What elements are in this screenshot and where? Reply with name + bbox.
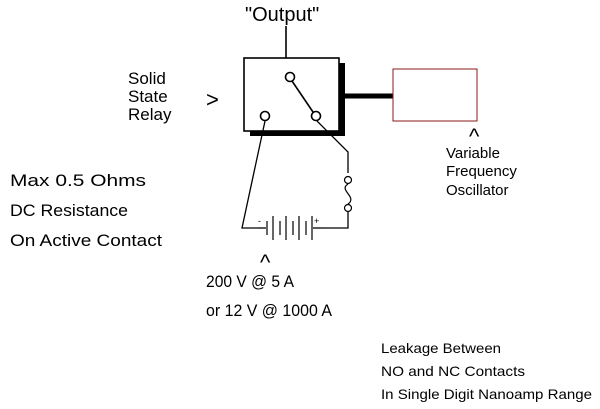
battery-caret: ^ <box>260 250 271 275</box>
resistance-label-line2: DC Resistance <box>10 201 128 220</box>
fuse-lower-terminal <box>343 203 353 213</box>
fuse-element <box>344 183 352 205</box>
fuse-upper-terminal <box>343 175 353 185</box>
output-label: "Output" <box>245 4 319 26</box>
supply-label-line1: 200 V @ 5 A <box>206 272 295 291</box>
battery-icon <box>258 216 321 240</box>
fuse-to-battery-wire <box>321 212 349 229</box>
leakage-label-line2: NO and NC Contacts <box>381 363 525 379</box>
leakage-label-line1: Leakage Between <box>381 340 501 356</box>
oscillator-box <box>392 68 478 122</box>
oscillator-caret: ^ <box>469 124 480 149</box>
supply-label-line2: or 12 V @ 1000 A <box>206 301 333 320</box>
oscillator-label-line2: Frequency <box>446 163 517 180</box>
oscillator-label-line3: Oscillator <box>446 182 509 199</box>
leakage-label-line3: In Single Digit Nanoamp Range <box>381 386 592 402</box>
relay-pointer-arrow: > <box>206 87 219 112</box>
battery-minus-sign: - <box>258 216 261 226</box>
relay-label-line2: State <box>128 87 168 106</box>
relay-label-line1: Solid <box>128 69 166 88</box>
resistance-label-line3: On Active Contact <box>10 231 162 250</box>
right-wire <box>316 120 349 173</box>
resistance-label-line1: Max 0.5 Ohms <box>10 171 146 190</box>
relay-box <box>243 57 340 132</box>
switch-arm <box>291 80 314 113</box>
oscillator-label-line1: Variable <box>446 145 500 162</box>
left-contact <box>259 110 271 122</box>
battery-plus-sign: + <box>314 216 319 226</box>
relay-label-line3: Relay <box>128 105 172 124</box>
left-wire <box>241 120 266 229</box>
right-contact <box>310 110 322 122</box>
common-contact <box>284 71 296 83</box>
